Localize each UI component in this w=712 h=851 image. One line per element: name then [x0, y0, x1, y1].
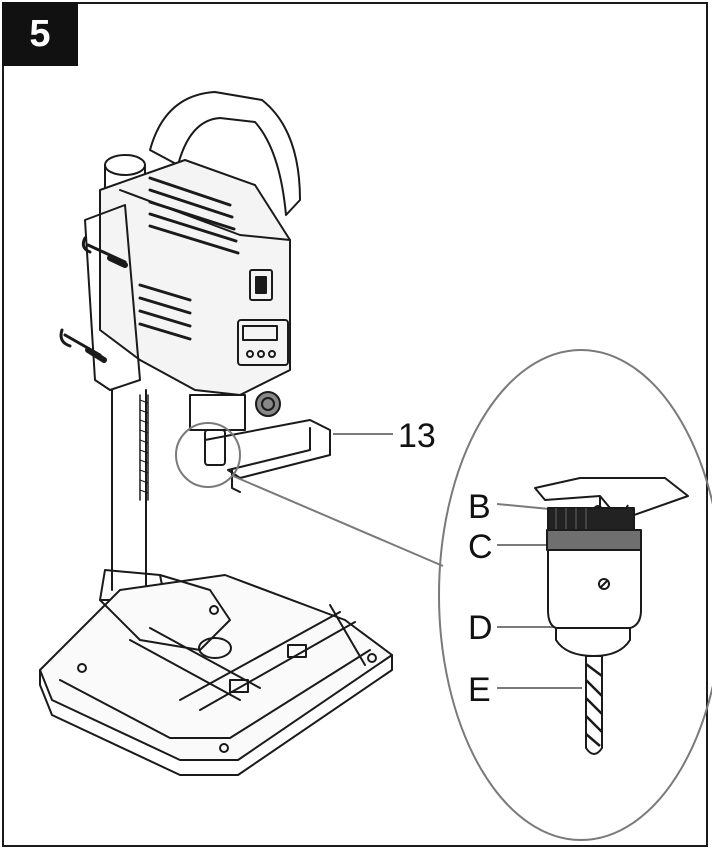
callout-label-13: 13	[398, 417, 436, 455]
callout-label-b: B	[468, 488, 491, 526]
zoom-marker-circle	[175, 422, 241, 488]
power-switch	[249, 269, 273, 301]
carry-handle	[149, 91, 301, 216]
chuck-body-d	[547, 549, 642, 657]
chip-guard-detail	[534, 477, 689, 521]
step-number-badge: 5	[2, 2, 78, 66]
control-panel	[237, 319, 289, 366]
ring-b	[547, 507, 635, 531]
collar-c	[546, 529, 642, 551]
speed-knob	[255, 391, 281, 417]
callout-label-e: E	[468, 671, 491, 709]
zoom-connector	[232, 475, 444, 567]
base-plate	[39, 574, 393, 761]
spindle	[204, 429, 226, 466]
chip-guard-13	[204, 419, 331, 479]
callout-label-d: D	[468, 609, 493, 647]
top-cap	[104, 154, 146, 176]
detail-ellipse	[438, 349, 712, 841]
chuck-detail-illustration	[534, 477, 689, 755]
callout-label-c: C	[468, 528, 493, 566]
column	[111, 389, 147, 591]
